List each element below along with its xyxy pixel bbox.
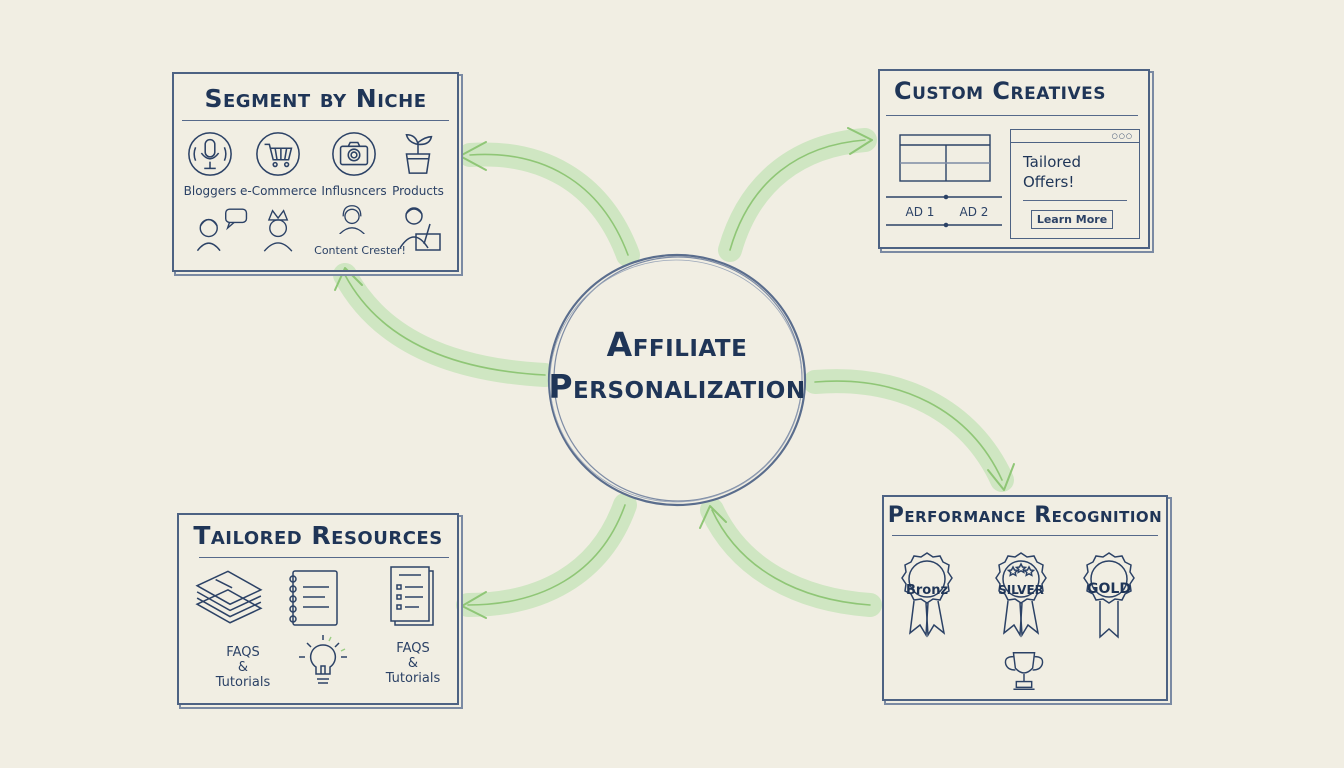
arrow-to-segment	[458, 141, 640, 267]
person-writing-icon	[399, 207, 441, 251]
center-title-line2: Personalization	[548, 367, 806, 406]
learn-more-button[interactable]: Learn More	[1031, 210, 1113, 229]
resources-title-rule	[199, 557, 449, 558]
medal-silver-label: SILVER	[998, 583, 1044, 597]
offer-window-bar	[1011, 130, 1139, 143]
camera-icon	[332, 132, 376, 176]
checklist-icon	[390, 566, 434, 626]
medal-gold-label: GOLD	[1087, 581, 1131, 597]
resources-card: Tailored Resources	[177, 513, 459, 705]
arrow-to-resources	[456, 493, 637, 619]
offer-line1: Tailored	[1023, 153, 1081, 171]
trophy-icon	[1004, 652, 1044, 690]
person-crown-icon	[263, 209, 293, 252]
performance-title-rule	[892, 535, 1158, 536]
segment-title: Segment by Niche	[204, 84, 427, 113]
center-circle	[547, 253, 807, 507]
window-dots: ○○○	[1111, 132, 1133, 140]
label-products: Products	[392, 184, 444, 198]
arrow-from-performance	[699, 498, 882, 617]
label-ecommerce: e-Commerce	[240, 184, 317, 198]
segment-title-rule	[182, 120, 449, 121]
arrow-to-creatives	[718, 127, 877, 262]
creatives-title-rule	[886, 115, 1138, 116]
center-title: Affiliate Personalization	[540, 324, 814, 408]
notebook-icon	[289, 570, 338, 626]
ad1-label: AD 1	[905, 205, 935, 219]
ad-mockup-icon	[886, 134, 1002, 228]
faq1-line1: FAQS	[226, 645, 260, 660]
creatives-title: Custom Creatives	[893, 77, 1107, 105]
segment-card: Segment by Niche	[172, 72, 459, 272]
microphone-icon	[188, 132, 232, 176]
document-stack-icon	[195, 570, 263, 624]
label-content-creators: Content Crester!	[314, 244, 406, 257]
faq2-label: FAQS & Tutorials	[373, 641, 453, 686]
faq1-line3: Tutorials	[215, 675, 271, 690]
faq2-line3: Tutorials	[385, 671, 441, 686]
arrow-to-performance	[803, 369, 1015, 492]
offer-text: Tailored Offers!	[1023, 152, 1081, 192]
creatives-card: Custom Creatives AD 1 AD 2 ○○○ Tailored …	[878, 69, 1150, 249]
person-headset-icon	[339, 205, 365, 234]
lightbulb-icon	[299, 635, 347, 684]
faq1-label: FAQS & Tutorials	[203, 645, 283, 690]
person-speech-icon	[196, 208, 248, 252]
center-title-line1: Affiliate	[606, 325, 748, 364]
offer-window: ○○○ Tailored Offers! Learn More	[1010, 129, 1140, 239]
medal-bronze-label: Bronz	[905, 583, 949, 598]
offer-line2: Offers!	[1023, 173, 1075, 191]
bronze-medal-icon	[901, 552, 953, 638]
plant-pot-icon	[405, 133, 433, 174]
faq1-line2: &	[237, 660, 249, 675]
shopping-cart-icon	[256, 132, 300, 176]
silver-medal-icon	[995, 552, 1047, 638]
resources-title: Tailored Resources	[193, 521, 443, 550]
label-bloggers: Bloggers	[183, 184, 237, 198]
label-influencers: Influsncers	[321, 184, 387, 198]
faq2-line1: FAQS	[396, 641, 430, 656]
gold-medal-icon	[1083, 552, 1135, 639]
performance-card: Performance Recognition Bronz SILVER	[882, 495, 1168, 701]
faq2-line2: &	[407, 656, 419, 671]
ad2-label: AD 2	[959, 205, 989, 219]
arrow-from-segment	[333, 263, 557, 387]
performance-title: Performance Recognition	[887, 503, 1163, 528]
offer-rule	[1023, 200, 1127, 201]
